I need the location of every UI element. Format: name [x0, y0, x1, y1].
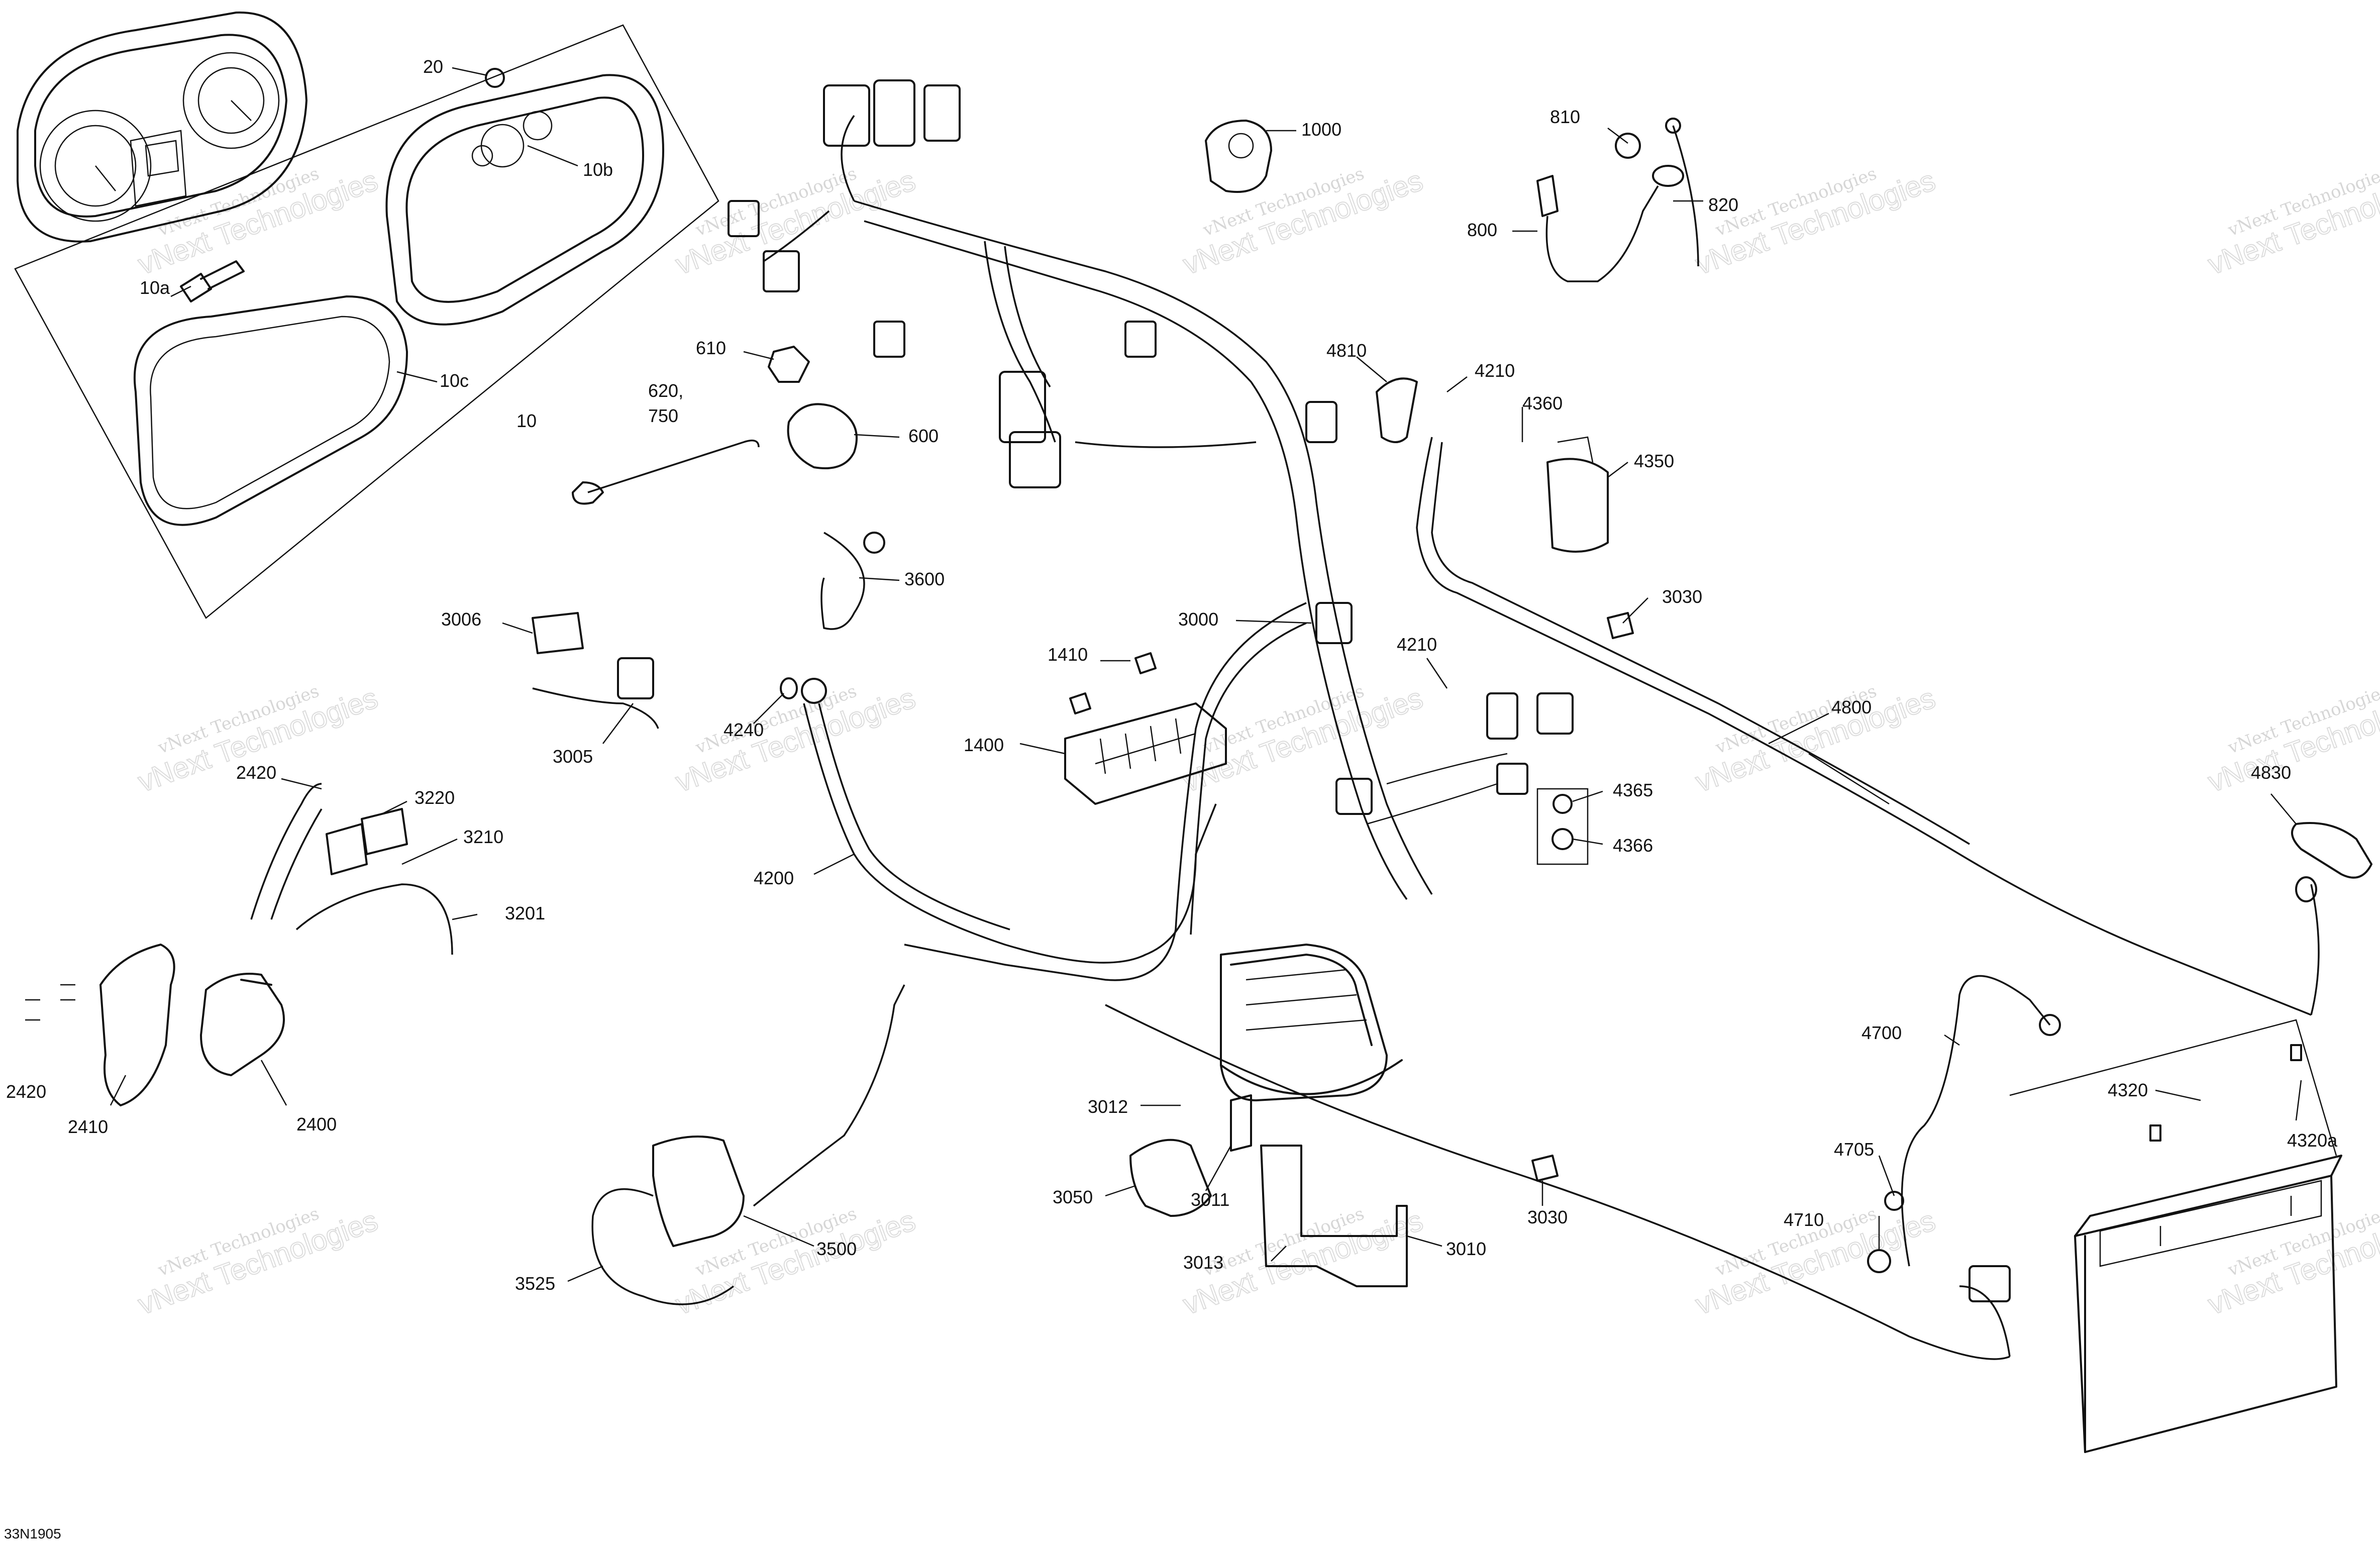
callout-4366: 4366 — [1613, 835, 1653, 856]
callout-2400: 2400 — [296, 1114, 337, 1135]
cluster-bezel — [385, 74, 664, 326]
callout-3010: 3010 — [1446, 1239, 1486, 1259]
callout-2410: 2410 — [68, 1116, 108, 1137]
callout-4810: 4810 — [1326, 340, 1367, 361]
cluster-lens — [133, 295, 408, 526]
callout-2420a: 2420 — [236, 762, 276, 783]
cluster-connector — [180, 260, 245, 302]
battery-4320 — [2009, 1019, 2342, 1453]
misc-parts — [25, 118, 1904, 1305]
callout-1000: 1000 — [1301, 119, 1341, 140]
gauge-cluster — [17, 11, 307, 243]
callout-3201: 3201 — [505, 903, 545, 923]
callout-3030a: 3030 — [1662, 586, 1702, 607]
callout-800: 800 — [1467, 220, 1497, 240]
callout-4320a: 4320a — [2287, 1130, 2338, 1151]
callout-1410: 1410 — [1048, 644, 1088, 665]
callout-3000: 3000 — [1178, 609, 1218, 630]
callout-810: 810 — [1550, 107, 1580, 127]
callout-600: 600 — [908, 426, 939, 446]
callout-4710: 4710 — [1784, 1209, 1824, 1230]
callout-3050: 3050 — [1053, 1187, 1093, 1207]
boot-4830 — [2291, 822, 2372, 879]
callout-3013: 3013 — [1183, 1252, 1223, 1273]
callout-820: 820 — [1708, 194, 1738, 215]
callout-3030b: 3030 — [1527, 1207, 1568, 1227]
callout-1400: 1400 — [964, 735, 1004, 755]
callout-10c: 10c — [440, 370, 469, 391]
cable-4200 — [780, 677, 1217, 964]
callout-10: 10 — [516, 410, 537, 431]
callout-3220: 3220 — [415, 787, 455, 808]
callout-4705: 4705 — [1834, 1139, 1874, 1160]
callout-3500: 3500 — [816, 1239, 857, 1259]
callout-20: 20 — [423, 56, 443, 77]
callout-3011: 3011 — [1191, 1189, 1229, 1210]
leader-lines — [110, 67, 2302, 1282]
callout-10b: 10b — [583, 159, 613, 180]
nut-1410 — [1134, 652, 1157, 674]
callout-4800: 4800 — [1831, 697, 1872, 717]
callout-4200: 4200 — [754, 868, 794, 888]
gauge-cluster-group — [14, 11, 719, 619]
callout-3210: 3210 — [463, 827, 503, 847]
diagram-code: 33N1905 — [4, 1526, 61, 1541]
fuse-box — [1220, 944, 1403, 1101]
callout-4700: 4700 — [1861, 1022, 1902, 1043]
callout-4360: 4360 — [1522, 393, 1563, 414]
callout-3006: 3006 — [441, 609, 481, 630]
main-harness-3000 — [728, 79, 1574, 1101]
cable-4700 — [1901, 975, 2051, 1267]
callout-2420b: 2420 — [6, 1081, 46, 1102]
callout-4210b: 4210 — [1397, 634, 1437, 655]
callout-10a: 10a — [140, 277, 170, 298]
cluster-panel-outline — [14, 24, 719, 619]
harness-4800 — [1416, 437, 2320, 1016]
callout-4365: 4365 — [1613, 780, 1653, 800]
callout-620-750-line2: 750 — [648, 405, 678, 426]
callout-4350: 4350 — [1634, 451, 1674, 471]
callout-3600: 3600 — [904, 569, 945, 589]
callout-4210a: 4210 — [1475, 360, 1515, 381]
callout-4320: 4320 — [2108, 1080, 2148, 1100]
callout-3012: 3012 — [1088, 1096, 1128, 1117]
callout-610: 610 — [696, 338, 726, 358]
callout-620-750-line1: 620, — [648, 380, 683, 401]
callout-labels: 20 10b 10a 10c 10 610 620, 750 600 3600 … — [6, 56, 2338, 1294]
ecu-module-1400 — [1064, 692, 1227, 805]
callout-3525: 3525 — [515, 1273, 555, 1294]
callout-4240: 4240 — [723, 719, 764, 740]
callout-3005: 3005 — [553, 746, 593, 767]
cable-bottom — [1105, 1004, 2010, 1360]
nut-20 — [485, 68, 505, 88]
bolt-4320 — [2149, 1044, 2302, 1142]
callout-4830: 4830 — [2251, 762, 2291, 783]
